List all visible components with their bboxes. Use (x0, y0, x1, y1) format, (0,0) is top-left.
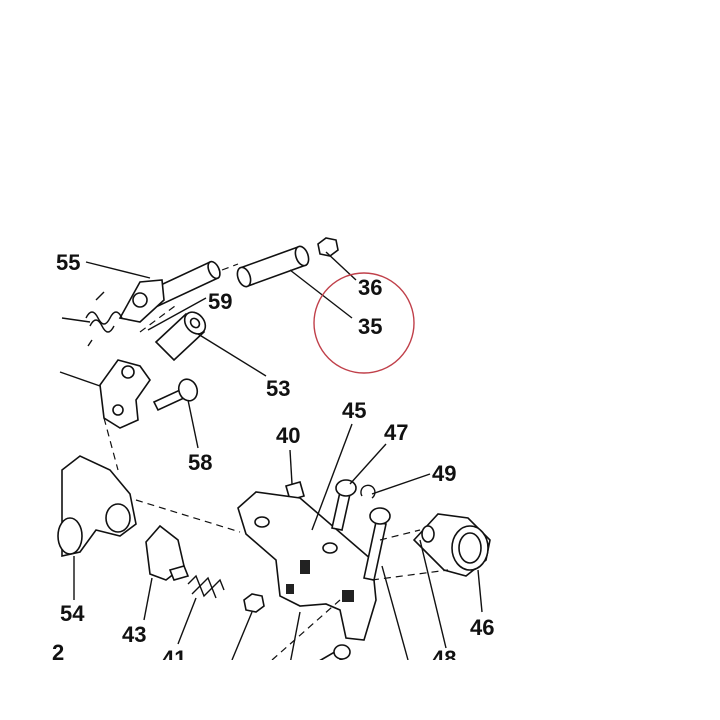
leader-lower-left (231, 611, 253, 661)
highlight-circle (313, 272, 415, 374)
leader-45 (311, 423, 353, 531)
part-43-block (145, 524, 190, 581)
leader-dashed-to-45 (135, 499, 241, 533)
label-40: 40 (276, 423, 300, 448)
spring-left (85, 291, 123, 347)
label-47: 47 (384, 420, 408, 445)
part-58-screw (152, 378, 199, 412)
part-lower-nut (243, 593, 265, 613)
leader-55 (85, 261, 151, 279)
label-59: 59 (208, 289, 232, 314)
leader-41 (177, 597, 197, 645)
part-45-main-arm (237, 491, 377, 641)
label-43: 43 (122, 622, 146, 647)
label-53: 53 (266, 376, 290, 401)
leader-36 (325, 251, 357, 281)
part-35-sleeve (236, 245, 310, 288)
leader-dashed-59 (139, 305, 176, 333)
label-58: 58 (188, 450, 212, 475)
label-49: 49 (432, 461, 456, 486)
label-55: 55 (56, 250, 80, 275)
part-lever-plate (99, 359, 151, 429)
leader-edge-left (59, 371, 101, 387)
leader-49 (371, 473, 431, 495)
leader-58 (187, 399, 199, 449)
leader-40 (289, 449, 293, 485)
part-36-nut (317, 237, 339, 257)
part-49-clip (360, 484, 376, 499)
leader-53 (197, 333, 267, 377)
leader-48 (419, 539, 447, 649)
leader-46 (477, 569, 483, 613)
part-41-spring (187, 574, 225, 599)
part-46-clamp (412, 513, 491, 577)
bottom-crop-area (0, 660, 720, 720)
part-54-lever (57, 455, 137, 557)
part-47-screw (331, 479, 357, 531)
leader-lower-mid (289, 611, 301, 665)
label-54: 54 (60, 601, 85, 626)
leader-edge-left-2 (61, 317, 91, 323)
label-45: 45 (342, 398, 366, 423)
leader-dashed-lever (103, 417, 119, 471)
leader-59 (147, 297, 207, 331)
label-35: 35 (358, 314, 382, 339)
leader-35 (289, 269, 353, 319)
part-40-pin (285, 481, 305, 501)
leader-dashed-lower (271, 599, 341, 661)
leader-47 (349, 443, 387, 485)
part-55-bracket (118, 279, 165, 323)
part-48-screw (363, 507, 391, 581)
label-36: 36 (358, 275, 382, 300)
leader-dashed-46 (379, 529, 421, 541)
leader-48-b (381, 565, 409, 661)
leader-dashed-45-46 (371, 569, 449, 581)
part-53-bushing (154, 311, 207, 362)
label-2: 2 (52, 640, 64, 665)
label-46: 46 (470, 615, 494, 640)
leader-dashed-55-35 (221, 263, 239, 271)
leader-43 (143, 577, 153, 621)
